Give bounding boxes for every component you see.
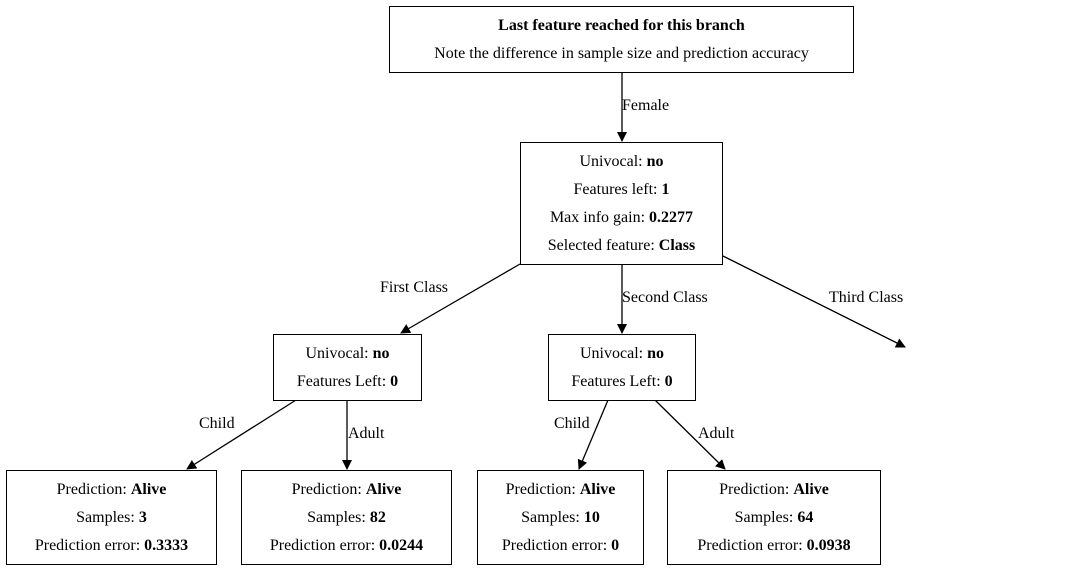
leaf-node: Prediction: Alive Samples: 82 Prediction… [241,470,452,565]
error-row: Prediction error: 0 [502,532,619,560]
samples-value: 64 [797,508,814,526]
samples-row: Samples: 82 [307,504,386,532]
edge-label-third-class: Third Class [829,289,904,306]
error-label: Prediction error: [269,536,376,554]
root-node: Last feature reached for this branch Not… [389,6,854,73]
samples-label: Samples: [521,508,580,526]
samples-row: Samples: 64 [735,504,814,532]
prediction-label: Prediction: [56,480,127,498]
features-value: 1 [661,180,670,198]
features-row: Features left: 1 [574,176,670,204]
root-title: Last feature reached for this branch [498,16,745,34]
edge-child-right [577,399,609,470]
samples-row: Samples: 10 [521,504,600,532]
error-label: Prediction error: [697,536,803,554]
error-value: 0.3333 [144,536,189,554]
prediction-row: Prediction: Alive [506,476,616,504]
error-value: 0.0938 [806,536,851,554]
gain-label: Max info gain: [549,208,646,226]
samples-label: Samples: [76,508,135,526]
univocal-label: Univocal: [305,344,369,362]
univocal-value: no [647,344,664,362]
prediction-label: Prediction: [719,480,790,498]
leaf-node: Prediction: Alive Samples: 3 Prediction … [6,470,217,565]
edge-label-first-class: First Class [380,279,449,296]
error-value: 0 [611,536,620,554]
samples-value: 3 [138,508,147,526]
first-class-node: Univocal: no Features Left: 0 [273,334,422,401]
root-note: Note the difference in sample size and p… [434,44,809,62]
leaf-node: Prediction: Alive Samples: 10 Prediction… [477,470,644,565]
error-label: Prediction error: [501,536,608,554]
samples-row: Samples: 3 [76,504,147,532]
edge-label-child-left: Child [199,415,235,432]
prediction-value: Alive [130,480,167,498]
univocal-row: Univocal: no [580,148,664,176]
prediction-row: Prediction: Alive [292,476,402,504]
samples-label: Samples: [307,508,366,526]
prediction-value: Alive [793,480,829,498]
features-row: Features Left: 0 [297,368,398,396]
samples-value: 10 [583,508,600,526]
prediction-label: Prediction: [505,480,576,498]
samples-label: Samples: [734,508,794,526]
features-row: Features Left: 0 [571,368,672,396]
selected-label: Selected feature: [547,236,655,254]
gain-row: Max info gain: 0.2277 [550,204,693,232]
edge-label-child-right: Child [554,415,590,432]
features-value: 0 [664,372,673,390]
edge-third-class [722,255,906,348]
prediction-row: Prediction: Alive [57,476,167,504]
features-label: Features Left: [296,372,387,390]
features-label: Features Left: [571,372,661,390]
univocal-row: Univocal: no [306,340,390,368]
edge-first-class [400,263,521,334]
selected-row: Selected feature: Class [548,232,696,260]
selected-value: Class [658,236,696,254]
error-row: Prediction error: 0.0938 [697,532,850,560]
edge-label-adult-left: Adult [348,425,385,442]
edge-label-female: Female [622,97,670,114]
leaf-node: Prediction: Alive Samples: 64 Prediction… [667,470,881,565]
prediction-row: Prediction: Alive [719,476,829,504]
edge-label-second-class: Second Class [622,289,708,306]
prediction-value: Alive [365,480,402,498]
features-label: Features left: [573,180,658,198]
error-label: Prediction error: [34,536,141,554]
second-class-node: Univocal: no Features Left: 0 [548,334,696,401]
prediction-value: Alive [579,480,616,498]
edge-child-left [186,399,297,470]
edge-adult-right [654,399,726,470]
univocal-label: Univocal: [580,344,644,362]
univocal-row: Univocal: no [580,340,664,368]
error-value: 0.0244 [379,536,424,554]
univocal-label: Univocal: [579,152,643,170]
class-node: Univocal: no Features left: 1 Max info g… [520,142,723,265]
error-row: Prediction error: 0.0244 [270,532,423,560]
features-value: 0 [390,372,399,390]
prediction-label: Prediction: [291,480,362,498]
univocal-value: no [646,152,664,170]
error-row: Prediction error: 0.3333 [35,532,188,560]
gain-value: 0.2277 [649,208,694,226]
samples-value: 82 [369,508,386,526]
edge-label-adult-right: Adult [698,425,735,442]
univocal-value: no [372,344,390,362]
